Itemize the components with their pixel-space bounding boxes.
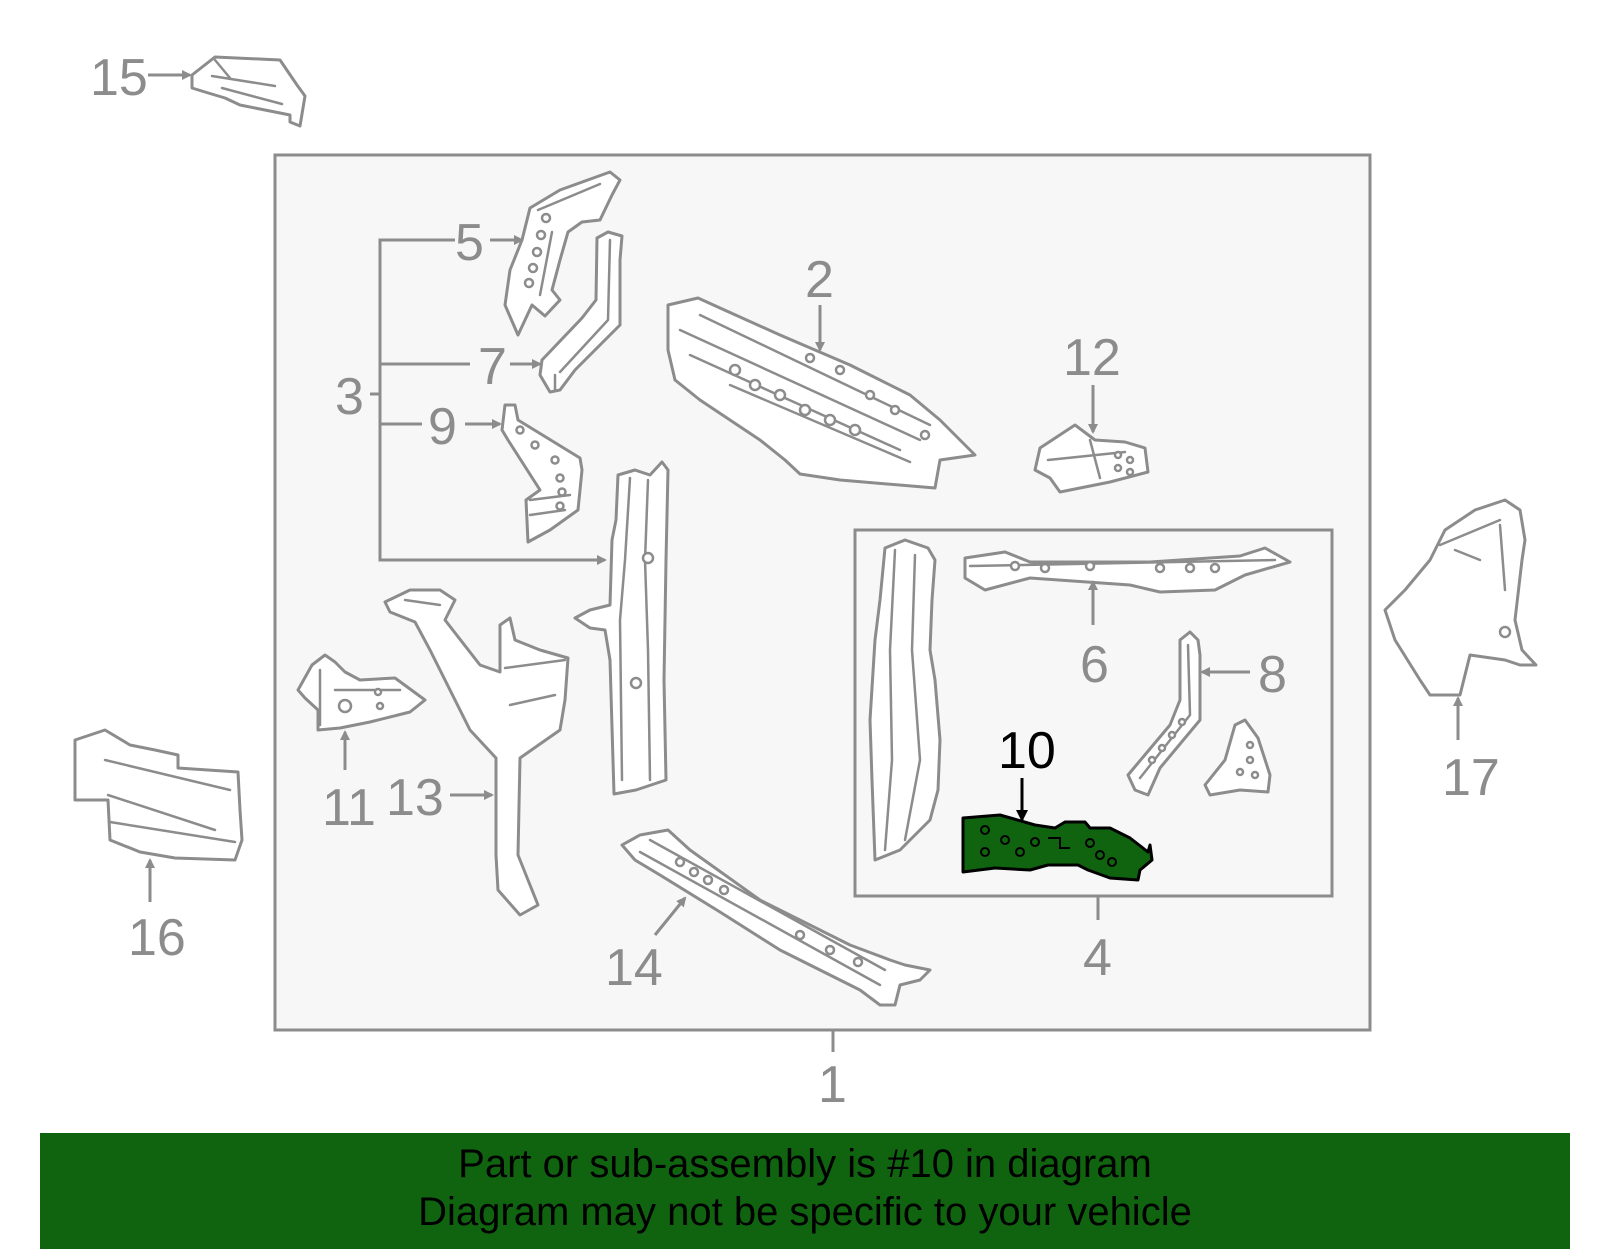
part-11 <box>296 653 427 732</box>
banner-line-1: Part or sub-assembly is #10 in diagram <box>458 1142 1152 1186</box>
part-13 <box>383 588 570 917</box>
part-10-highlighted <box>961 813 1154 882</box>
part-3-pillar <box>573 460 670 796</box>
callout-14: 14 <box>605 939 663 997</box>
info-banner: Part or sub-assembly is #10 in diagram D… <box>40 1133 1570 1249</box>
callout-16: 16 <box>128 909 186 967</box>
callout-17: 17 <box>1442 749 1500 807</box>
part-12 <box>1033 423 1150 494</box>
part-7 <box>538 230 624 394</box>
callout-15: 15 <box>90 49 148 107</box>
part-8 <box>1126 630 1202 797</box>
callout-8: 8 <box>1258 646 1287 704</box>
callout-6: 6 <box>1080 636 1109 694</box>
part-4-pillar <box>868 538 942 862</box>
callout-2: 2 <box>805 251 834 309</box>
part-15 <box>190 55 307 128</box>
part-9 <box>500 403 584 544</box>
part-14 <box>620 828 932 1007</box>
part-4-bracket <box>1203 718 1272 797</box>
banner-line-2: Diagram may not be specific to your vehi… <box>418 1190 1192 1234</box>
part-16 <box>73 728 244 862</box>
part-6 <box>963 546 1292 594</box>
callout-1: 1 <box>818 1056 847 1114</box>
part-2 <box>666 296 977 490</box>
callout-7: 7 <box>478 338 507 396</box>
callout-5: 5 <box>455 214 484 272</box>
callout-3: 3 <box>335 368 364 426</box>
part-5 <box>503 170 622 337</box>
callout-12: 12 <box>1063 329 1121 387</box>
callout-10: 10 <box>998 722 1056 780</box>
callout-9: 9 <box>428 398 457 456</box>
callout-13: 13 <box>386 769 444 827</box>
callout-11: 11 <box>322 779 376 837</box>
callout-4: 4 <box>1083 929 1112 987</box>
part-17 <box>1383 498 1538 697</box>
leader-lines <box>145 70 1463 1052</box>
